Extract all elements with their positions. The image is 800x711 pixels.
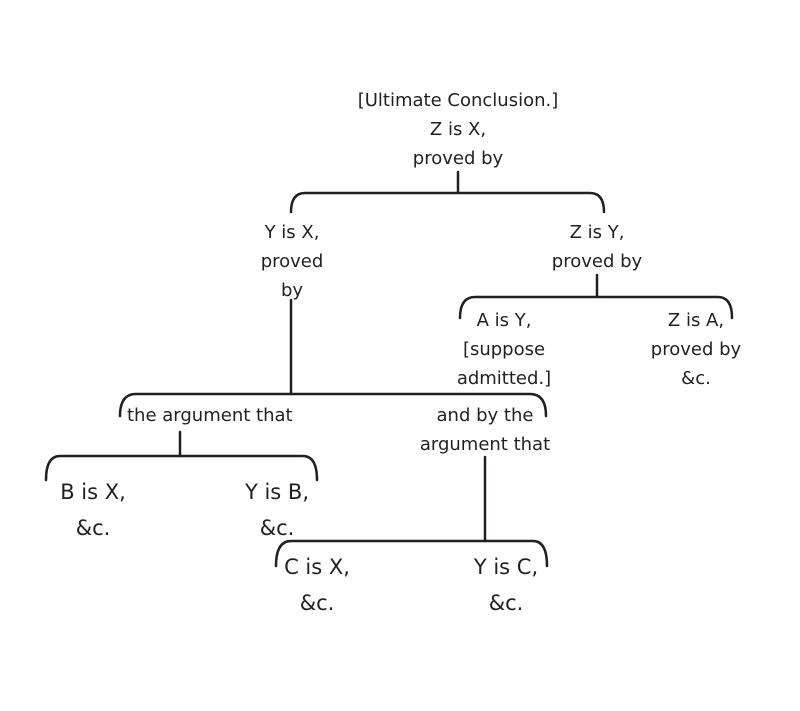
right-bracket: [458, 295, 734, 320]
y-is-b-line-1: Y is B,: [244, 480, 310, 504]
b-is-x-line-2: &c.: [75, 516, 111, 540]
a-is-y-node: A is Y, [suppose admitted.]: [444, 306, 564, 393]
bracket-c: [274, 539, 549, 568]
a-is-y-line-2: [suppose: [462, 339, 546, 360]
left-premise-line-1: Y is X,: [264, 222, 320, 243]
root-line-2: Z is X,: [429, 119, 487, 140]
top-bracket: [289, 191, 606, 214]
c-is-x-line-2: &c.: [299, 591, 335, 615]
y-is-b-line-2: &c.: [259, 516, 295, 540]
argument-2-line-1: and by the: [436, 405, 534, 426]
b-is-x-node: B is X, &c.: [38, 474, 148, 546]
right-premise-node: Z is Y, proved by: [532, 218, 662, 276]
argument-2-node: and by the argument that: [410, 401, 560, 459]
root-node: [Ultimate Conclusion.] Z is X, proved by: [340, 86, 576, 173]
y-is-c-line-1: Y is C,: [473, 555, 539, 579]
arguments-bracket: [118, 392, 548, 418]
y-is-c-line-2: &c.: [488, 591, 524, 615]
argument-1-node: the argument that: [127, 401, 327, 430]
right-premise-line-1: Z is Y,: [569, 222, 625, 243]
argument-2-line-2: argument that: [419, 434, 551, 455]
bracket-b: [44, 454, 319, 482]
c-is-x-line-1: C is X,: [284, 555, 350, 579]
argument-1-line-1: the argument that: [127, 405, 293, 426]
y-is-c-node: Y is C, &c.: [451, 549, 561, 621]
left-premise-line-2: proved: [260, 251, 324, 272]
c-is-x-node: C is X, &c.: [262, 549, 372, 621]
z-is-a-line-1: Z is A,: [667, 310, 725, 331]
z-is-a-line-3: &c.: [681, 368, 711, 389]
right-premise-line-2: proved by: [551, 251, 643, 272]
z-is-a-node: Z is A, proved by &c.: [636, 306, 756, 393]
left-premise-node: Y is X, proved by: [236, 218, 348, 305]
b-is-x-line-1: B is X,: [60, 480, 126, 504]
root-line-3: proved by: [412, 148, 504, 169]
a-is-y-line-1: A is Y,: [476, 310, 532, 331]
a-is-y-line-3: admitted.]: [456, 368, 552, 389]
z-is-a-line-2: proved by: [650, 339, 742, 360]
y-is-b-node: Y is B, &c.: [222, 474, 332, 546]
left-premise-line-3: by: [280, 280, 304, 301]
root-line-1: [Ultimate Conclusion.]: [357, 90, 559, 111]
